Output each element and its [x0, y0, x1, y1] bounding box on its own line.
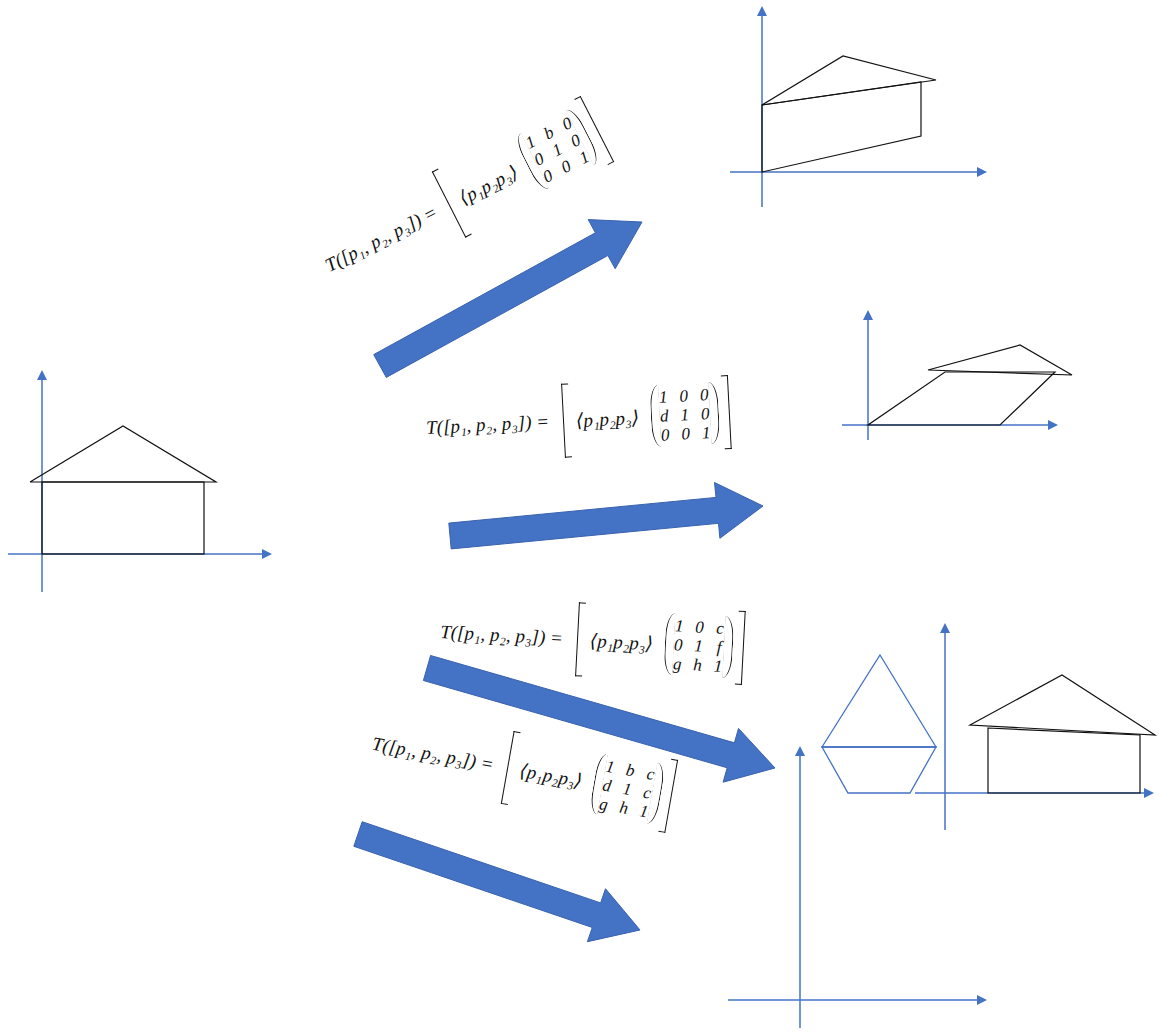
shapes [30, 56, 1155, 793]
y-axis [867, 312, 869, 440]
matrix-entry: 1 [680, 405, 689, 424]
sheared-house-body [868, 372, 1055, 425]
matrix-entry: 0 [661, 425, 670, 444]
matrix-entry: c [645, 763, 657, 783]
y-axis [944, 625, 946, 830]
general-body [822, 747, 936, 793]
left-bracket [575, 602, 586, 676]
x-axis [728, 999, 985, 1001]
matrix: 1b0010001 [522, 113, 592, 186]
sheared-house-roof [928, 345, 1072, 375]
house-body [42, 482, 204, 554]
matrix-entry: 0 [679, 386, 688, 405]
transform-arrow [374, 220, 642, 378]
matrix-entry: c [716, 618, 725, 637]
matrix: 1bcd1cgh1 [598, 756, 657, 821]
matrix-entry: c [642, 782, 654, 802]
matrix-entry: 1 [675, 616, 684, 635]
matrix-entry: 1 [702, 423, 711, 442]
matrix-entry: h [618, 797, 630, 817]
right-bracket [721, 375, 732, 449]
matrix-entry: 1 [638, 801, 650, 821]
house-roof [30, 426, 216, 482]
matrix: 10c01fgh1 [673, 616, 725, 676]
matrix-entry: 0 [701, 404, 710, 423]
general-shape [822, 655, 936, 793]
matrix-entry: 0 [695, 617, 704, 636]
general-roof [822, 655, 936, 747]
matrix-entry: 0 [674, 635, 683, 654]
matrix-entry: g [673, 654, 682, 673]
matrix-entry: g [598, 794, 610, 814]
transform-formula: T([p₁, p₂, p₃]) =⟨p₁p₂p₃⟩10c01fgh1 [438, 595, 745, 685]
matrix-entry: b [625, 760, 637, 780]
y-axis [799, 748, 801, 1028]
matrix-entry: 1 [576, 147, 592, 168]
matrix-entry: 1 [714, 656, 723, 675]
matrix-entry: 0 [558, 156, 574, 177]
function-label: T([p₁, p₂, p₃]) = [440, 621, 564, 649]
matrix-entry: 1 [659, 387, 668, 406]
projected-house-body [988, 728, 1140, 793]
left-bracket [501, 731, 521, 805]
matrix-entry: 1 [694, 636, 703, 655]
sheared-house-roof [762, 56, 936, 105]
transform-arrow [449, 483, 763, 549]
point-vector: ⟨p₁p₂p₃⟩ [455, 160, 522, 209]
left-bracket [561, 383, 572, 457]
matrix: 100d10001 [659, 385, 711, 445]
point-vector: ⟨p₁p₂p₃⟩ [576, 405, 640, 431]
matrix-entry: 1 [605, 756, 617, 776]
function-label: T([p₁, p₂, p₃]) = [322, 201, 441, 276]
transform-arrow [354, 822, 640, 942]
arrows [354, 220, 775, 942]
right-bracket [658, 759, 678, 833]
matrix-entry: h [693, 655, 702, 674]
projected-house-roof [970, 675, 1155, 735]
matrix-entry: 0 [700, 385, 709, 404]
sheared-house-body [762, 82, 921, 172]
point-vector: ⟨p₁p₂p₃⟩ [518, 758, 584, 792]
axes [8, 8, 1152, 1028]
matrix-entry: d [660, 406, 669, 425]
right-bracket [735, 611, 746, 685]
transform-formula: T([p₁, p₂, p₃]) =⟨p₁p₂p₃⟩100d10001 [424, 375, 731, 465]
x-axis [730, 171, 985, 173]
matrix-entry: d [601, 775, 613, 795]
matrix-entry: f [715, 637, 724, 656]
matrix-entry: 0 [681, 424, 690, 443]
function-label: T([p₁, p₂, p₃]) = [426, 411, 550, 439]
matrix-entry: 0 [540, 165, 556, 186]
matrix-entry: 1 [622, 778, 634, 798]
point-vector: ⟨p₁p₂p₃⟩ [590, 628, 654, 654]
function-label: T([p₁, p₂, p₃]) = [371, 733, 496, 776]
